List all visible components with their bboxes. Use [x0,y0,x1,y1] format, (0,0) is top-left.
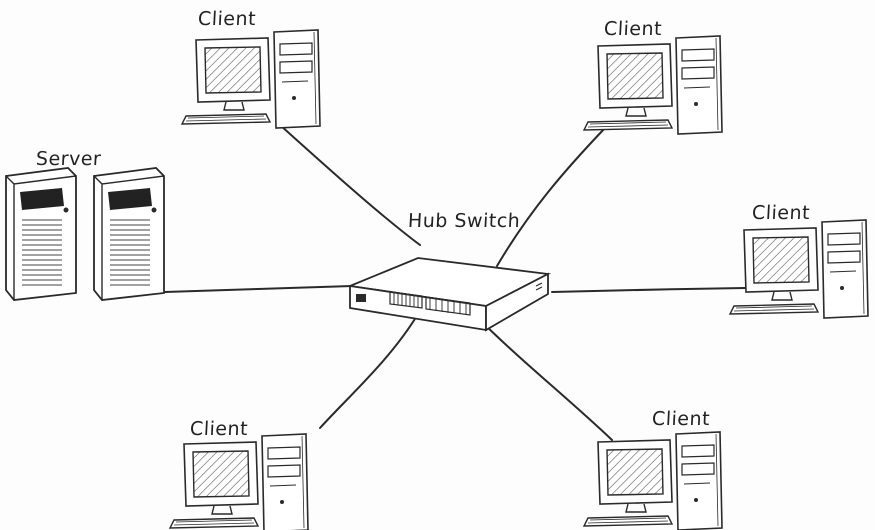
cable-client-bottomleft-hub [320,314,418,428]
client-pc-top-left-icon [182,30,320,128]
client-label-right: Client [751,202,810,224]
server-label: Server [35,148,101,170]
hub-switch-icon [350,258,548,330]
client-pc-bottom-left-icon [170,434,308,530]
cable-client-topleft-hub [280,125,420,245]
client-pc-right-icon [730,220,868,318]
hub-switch-label: Hub Switch [407,210,520,232]
client-label-top-left: Client [197,8,256,30]
cable-client-bottomright-hub [478,318,612,440]
client-label-bottom-right: Client [651,408,710,430]
client-label-bottom-left: Client [189,418,248,440]
client-pc-bottom-right-icon [584,432,722,530]
client-label-top-right: Client [603,18,662,40]
server-icon [6,168,164,300]
cable-server-hub [165,286,352,292]
cable-client-right-hub [552,288,745,292]
client-pc-top-right-icon [584,36,722,134]
cable-client-topright-hub [497,128,605,266]
